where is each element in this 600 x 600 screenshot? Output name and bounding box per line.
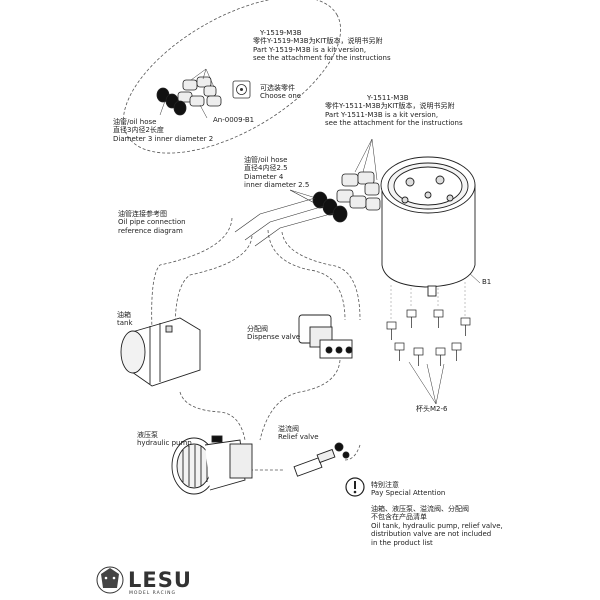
- large-hose-line-4: inner diameter 2.5: [244, 181, 310, 190]
- relief-valve: [293, 442, 350, 477]
- exclusion-note-line-4: distribution valve are not included: [371, 530, 492, 539]
- pipe-reference-line-1: 油管连接参考图: [118, 210, 167, 218]
- kit-1511-line-3: see the attachment for the instructions: [325, 119, 463, 128]
- optional-kit-callout: [123, 0, 341, 154]
- large-fittings: [312, 171, 381, 223]
- large-hose-line-1: 油管/oil hose: [244, 156, 288, 164]
- hydraulic-pump: [171, 435, 253, 495]
- oil-hoses: [234, 197, 335, 247]
- kit-1511-title: Y-1511-M3B: [367, 94, 409, 102]
- kit-1511-callout: Y-1511-M3B 零件Y-1511-M3B为KIT版本，说明书另附 Part…: [325, 94, 463, 128]
- pump-label-zh: 液压泵: [137, 431, 158, 439]
- kit-1519-line-1: 零件Y-1519-M3B为KIT版本，说明书另附: [253, 37, 383, 46]
- bolt-label: 杯头M2-6: [416, 405, 448, 413]
- lesu-logo-mark: [96, 566, 124, 594]
- exclusion-note-line-1: 油箱、液压泵、溢流阀、分配阀: [371, 505, 469, 513]
- kit-1519-line-3: see the attachment for the instructions: [253, 54, 391, 63]
- dispense-valve-zh: 分配阀: [247, 325, 268, 333]
- choose-one-en: Choose one: [260, 92, 302, 101]
- relief-valve-en: Relief valve: [278, 433, 319, 442]
- choose-one-icon: [232, 80, 251, 99]
- warning-icon: [345, 477, 365, 497]
- dispense-valve: [298, 314, 353, 359]
- small-hose-line-1: 油管/oil hose: [113, 118, 157, 126]
- kit-1511-line-2: Part Y-1511-M3B is a kit version,: [325, 110, 439, 119]
- attention-label: 特别注意 Pay Special Attention: [371, 481, 445, 498]
- tank-part-b1: B1: [482, 278, 492, 286]
- small-hose-line-2: 直径3内径2长度: [113, 126, 164, 135]
- pipe-reference-line-2: Oil pipe connection: [118, 218, 186, 227]
- choose-one-label: 可选装零件 Choose one: [260, 84, 301, 101]
- attention-zh: 特别注意: [371, 481, 399, 489]
- exclusion-note-line-3: Oil tank, hydraulic pump, relief valve,: [371, 521, 503, 530]
- kit-1511-line-1: 零件Y-1511-M3B为KIT版本，说明书另附: [325, 102, 455, 111]
- logo-name: LESU: [128, 568, 192, 592]
- small-hose-line-3: Diameter 3 inner diameter 2: [113, 134, 214, 143]
- exclusion-note-line-5: in the product list: [371, 538, 433, 547]
- pipe-reference-line-3: reference diagram: [118, 226, 183, 235]
- relief-valve-label: 溢流阀 Relief valve: [278, 425, 319, 442]
- exclusion-note-line-2: 不包含在产品清单: [371, 513, 427, 522]
- pump-label: 液压泵 hydraulic pump: [137, 431, 192, 448]
- tank-label-zh: 油箱: [117, 311, 131, 319]
- large-hose-line-3: Diameter 4: [244, 172, 284, 181]
- pump-label-en: hydraulic pump: [137, 439, 192, 448]
- relief-valve-zh: 溢流阀: [278, 425, 299, 433]
- mounting-bolts: [386, 309, 471, 366]
- kit-1519-title: Y-1519-M3B: [260, 29, 302, 37]
- tank-label-en: tank: [117, 319, 133, 328]
- choose-one-zh: 可选装零件: [260, 84, 295, 92]
- oil-reservoir: [380, 156, 476, 297]
- kit-1519-line-2: Part Y-1519-M3B is a kit version,: [253, 45, 367, 54]
- attention-en: Pay Special Attention: [371, 489, 446, 498]
- dispense-valve-en: Dispense valve: [247, 333, 301, 342]
- large-hose-line-2: 直径4内径2.5: [244, 164, 288, 173]
- pipe-routes: [151, 217, 361, 471]
- pipe-reference-label: 油管连接参考图 Oil pipe connection reference di…: [118, 210, 186, 235]
- logo-subtitle: MODEL RACING: [129, 591, 176, 596]
- dispense-valve-label: 分配阀 Dispense valve: [247, 325, 300, 342]
- bolt-guide-lines: [390, 282, 466, 320]
- small-hose-label: 油管/oil hose 直径3内径2长度 Diameter 3 inner di…: [113, 118, 213, 143]
- kit-1519-callout: Y-1519-M3B 零件Y-1519-M3B为KIT版本，说明书另附 Part…: [253, 29, 391, 63]
- small-fittings: [156, 76, 222, 116]
- tank-label: 油箱 tank: [117, 311, 133, 328]
- lesu-logo: LESU MODEL RACING: [92, 566, 202, 596]
- exclusion-note: 油箱、液压泵、溢流阀、分配阀 不包含在产品清单 Oil tank, hydrau…: [371, 505, 503, 547]
- large-hose-label: 油管/oil hose 直径4内径2.5 Diameter 4 inner di…: [244, 156, 309, 190]
- oil-tank: [120, 317, 201, 387]
- part-an-label: An-0009-B1: [213, 116, 255, 124]
